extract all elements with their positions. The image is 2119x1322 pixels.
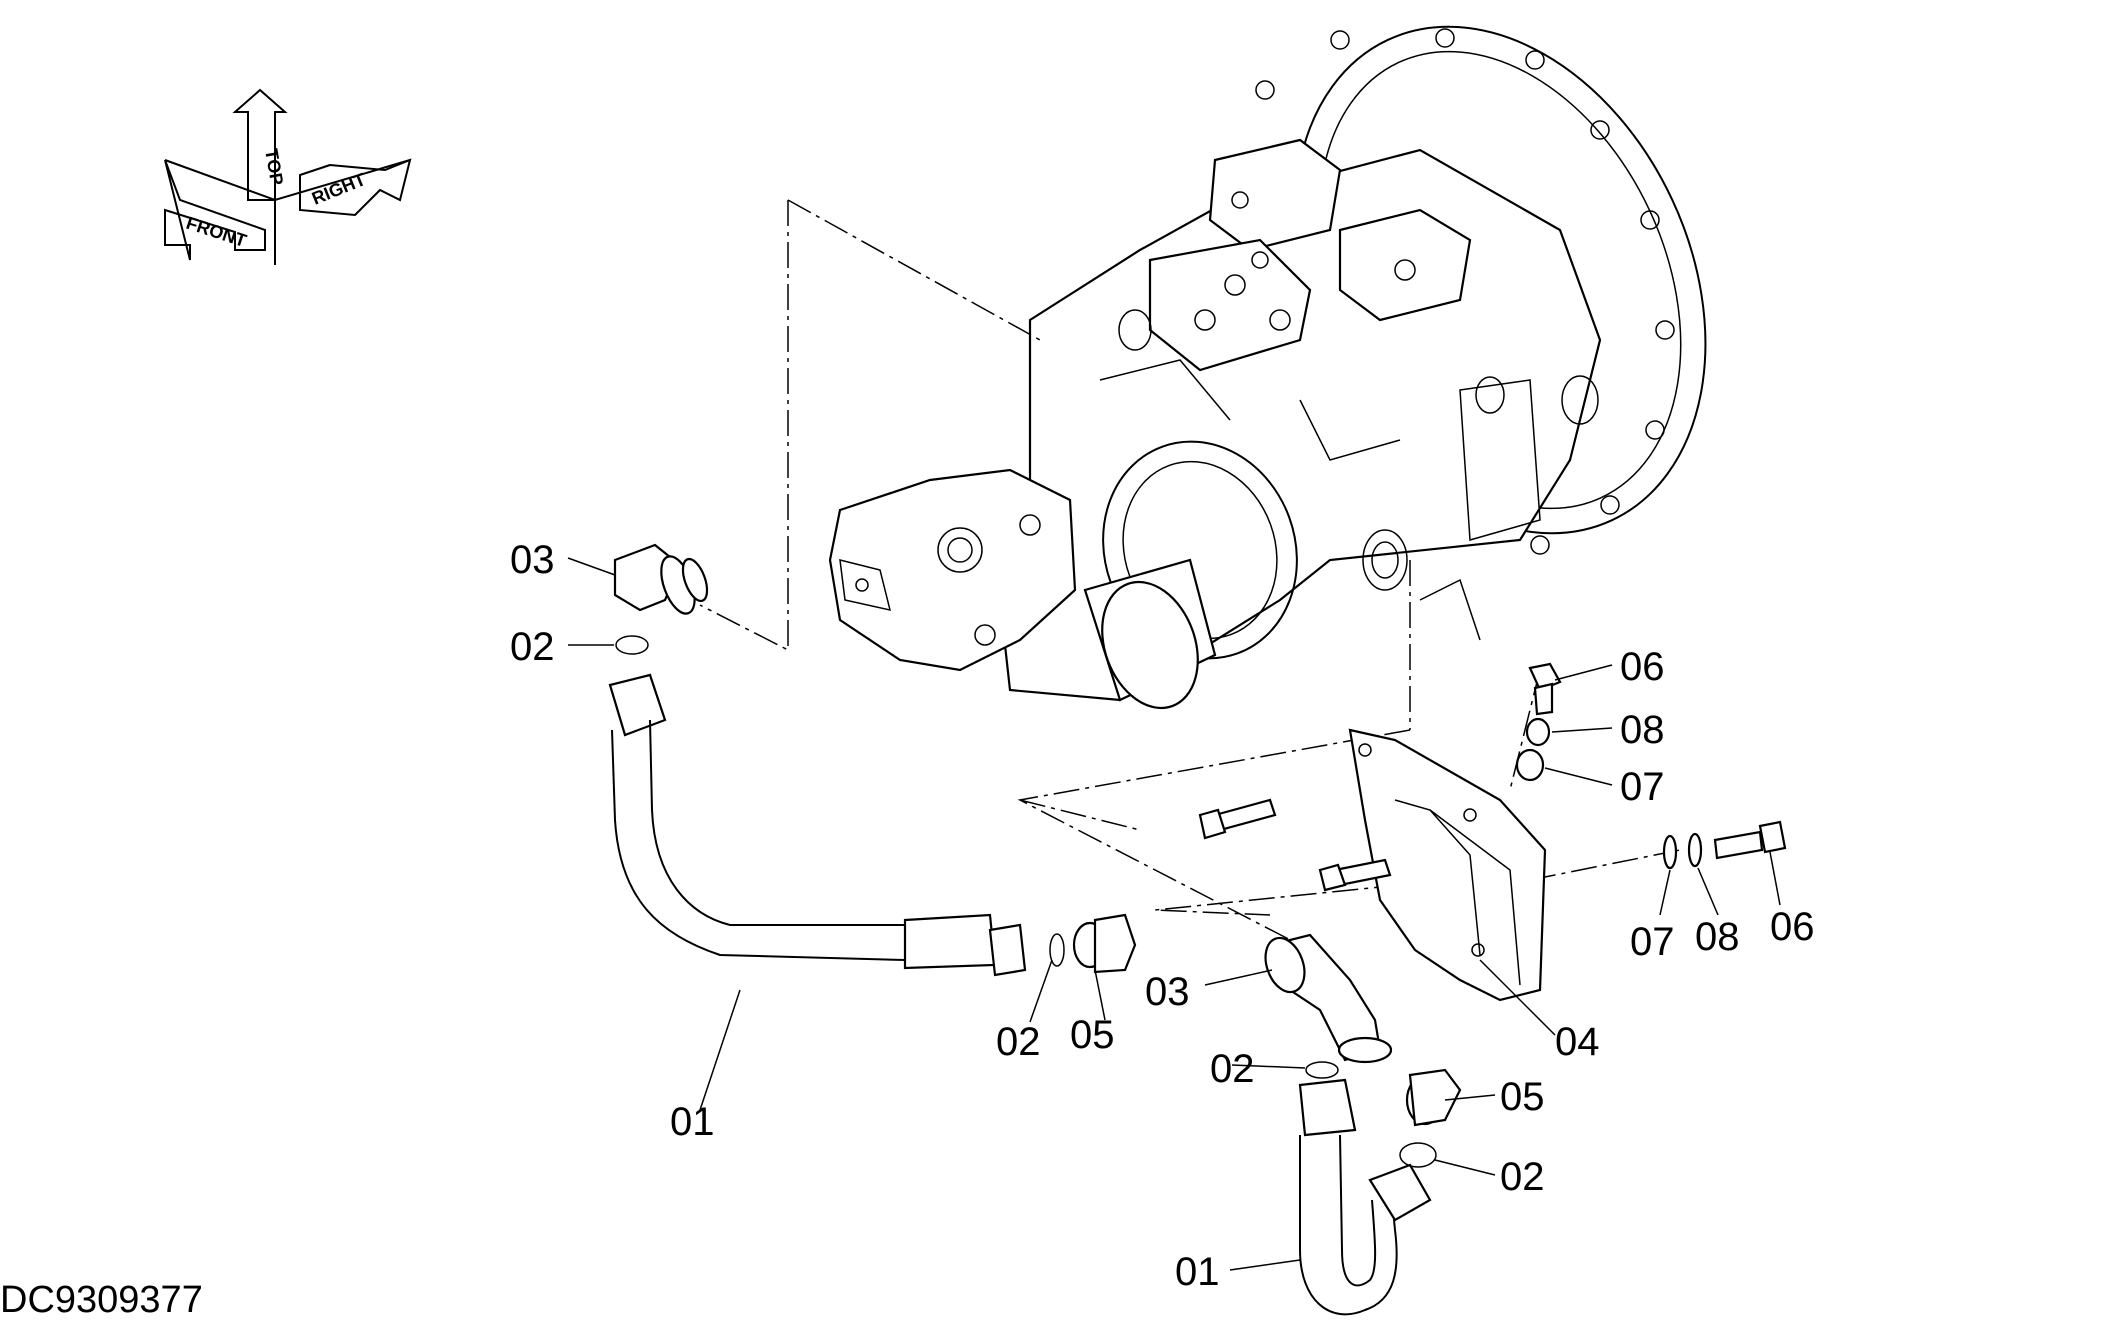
o-ring-lower-b xyxy=(1399,1142,1437,1168)
adapter-fitting-lower xyxy=(1405,1068,1462,1127)
bolt-right xyxy=(1713,820,1787,860)
hydraulic-pump-assembly xyxy=(828,25,1707,710)
adapter-fitting-mid xyxy=(1072,913,1137,974)
plain-washer-right xyxy=(1662,834,1678,870)
assembly-centerlines xyxy=(699,199,1681,946)
bolt-upper-right xyxy=(1528,662,1562,716)
orientation-arrow-icon: FRONT TOP RIGHT xyxy=(164,88,412,265)
elbow-fitting-upper xyxy=(613,543,709,615)
o-ring-lower-a xyxy=(1305,1061,1339,1079)
callout-02: 02 xyxy=(996,1020,1041,1064)
lock-washer-right xyxy=(1687,832,1703,868)
o-ring-upper xyxy=(615,635,649,655)
callout-07: 07 xyxy=(1620,765,1665,809)
callout-labels: 03 02 01 02 05 03 02 04 05 02 01 06 08 0… xyxy=(510,538,1815,1294)
callout-03: 03 xyxy=(510,538,555,582)
front-label: FRONT xyxy=(184,213,249,251)
callout-02: 02 xyxy=(510,625,555,669)
callout-05: 05 xyxy=(1070,1013,1115,1057)
callout-06: 06 xyxy=(1770,905,1815,949)
leader-lines xyxy=(567,557,1781,1271)
drawing-number: DC9309377 xyxy=(0,1279,203,1321)
callout-08: 08 xyxy=(1620,708,1665,752)
callout-01: 01 xyxy=(670,1100,715,1144)
bolt-left-upper xyxy=(1198,798,1277,840)
callout-08: 08 xyxy=(1695,915,1740,959)
hydraulic-hose-long xyxy=(608,673,1027,977)
callout-03: 03 xyxy=(1145,970,1190,1014)
right-label: RIGHT xyxy=(309,169,368,209)
callout-02: 02 xyxy=(1210,1047,1255,1091)
hydraulic-hose-short xyxy=(1298,1078,1432,1316)
callout-01: 01 xyxy=(1175,1250,1220,1294)
o-ring-mid xyxy=(1049,933,1065,967)
callout-06: 06 xyxy=(1620,645,1665,689)
callout-05: 05 xyxy=(1500,1075,1545,1119)
callout-04: 04 xyxy=(1555,1020,1600,1064)
lock-washer-upper xyxy=(1525,717,1551,747)
top-label: TOP xyxy=(261,147,287,187)
callout-02: 02 xyxy=(1500,1155,1545,1199)
flange-bolts xyxy=(1255,28,1675,555)
bolt-left-lower xyxy=(1318,858,1392,892)
elbow-fitting-lower xyxy=(1264,933,1393,1064)
plain-washer-upper xyxy=(1515,748,1545,782)
callout-07: 07 xyxy=(1630,920,1675,964)
